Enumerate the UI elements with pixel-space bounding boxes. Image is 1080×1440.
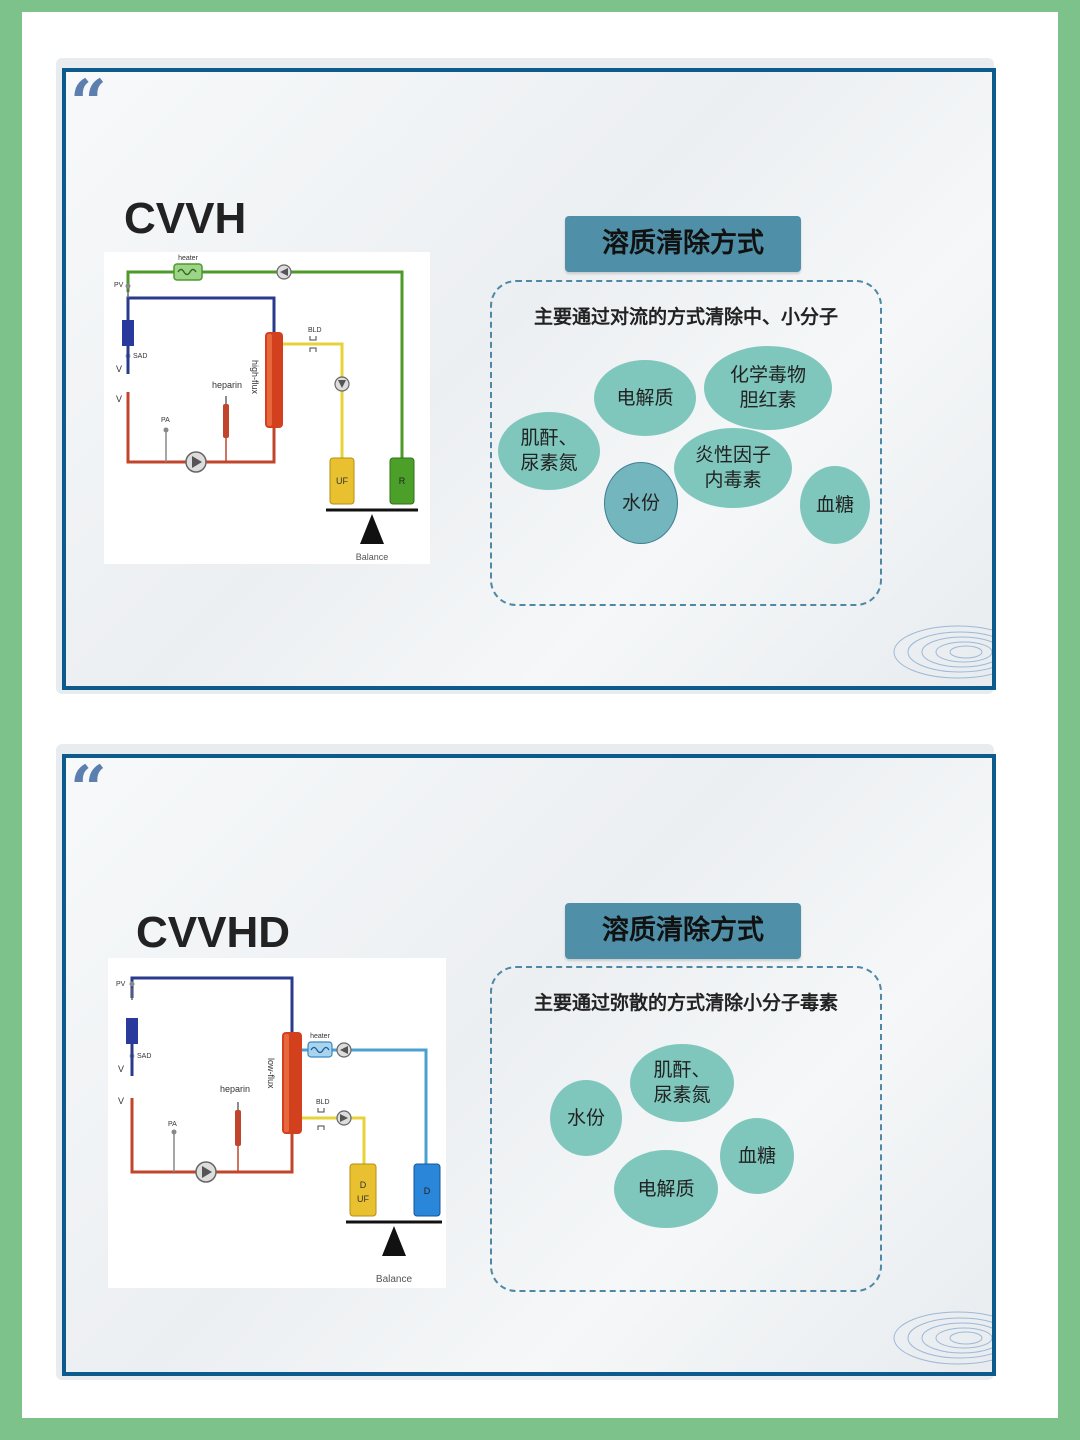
solute-clearance-box: 主要通过弥散的方式清除小分子毒素 肌酐、 尿素氮 水份 血糖 电解质: [490, 966, 882, 1292]
filter-label: low-flux: [266, 1058, 276, 1089]
balance-icon: [360, 514, 384, 544]
pa-label: PA: [161, 417, 170, 424]
pa-label: PA: [168, 1121, 177, 1128]
sad-label: SAD: [133, 353, 147, 360]
heparin-label: heparin: [220, 1084, 250, 1094]
bubble-water: 水份: [550, 1080, 622, 1156]
slide-cvvhd: “ CVVHD PV SAD V V PA: [62, 754, 996, 1376]
bubble-electrolytes: 电解质: [594, 360, 696, 436]
clearance-caption: 主要通过对流的方式清除中、小分子: [533, 306, 838, 328]
filter-label: high-flux: [250, 360, 260, 395]
quote-mark-icon: “: [70, 754, 107, 827]
bubble-electrolytes: 电解质: [614, 1150, 718, 1228]
swirl-decoration-icon: [893, 1311, 992, 1365]
cvvh-circuit-diagram: heater PV SAD V V PA hep: [104, 252, 430, 564]
slide-title: CVVH: [124, 194, 247, 243]
method-label: 溶质清除方式: [565, 216, 801, 272]
d-uf-bag-label-bottom: UF: [357, 1194, 369, 1204]
clearance-caption: 主要通过弥散的方式清除小分子毒素: [533, 992, 838, 1014]
bubble-creatinine-bun: 肌酐、 尿素氮: [630, 1044, 734, 1122]
slide-cvvh: “ CVVH heater PV SAD V: [62, 68, 996, 690]
v-label-1: V: [116, 364, 122, 374]
d-bag-label: D: [424, 1186, 431, 1196]
bubble-cytokines-endotoxin: 炎性因子 内毒素: [674, 428, 792, 508]
r-bag-label: R: [399, 476, 406, 486]
quote-mark-icon: “: [70, 68, 107, 141]
sad-label: SAD: [137, 1053, 151, 1060]
bubble-toxins-bilirubin: 化学毒物 胆红素: [704, 346, 832, 430]
pv-label: PV: [114, 282, 124, 289]
heater-label: heater: [310, 1033, 331, 1040]
balance-label: Balance: [376, 1274, 413, 1285]
balance-icon: [382, 1226, 406, 1256]
v-label-1: V: [118, 1064, 124, 1074]
uf-bag-label: UF: [336, 476, 348, 486]
slide-title: CVVHD: [136, 908, 291, 957]
v-label-2: V: [118, 1096, 124, 1106]
bld-label: BLD: [316, 1099, 330, 1106]
bubble-water: 水份: [604, 462, 678, 544]
d-uf-bag-label-top: D: [360, 1180, 367, 1190]
bubble-blood-glucose: 血糖: [720, 1118, 794, 1194]
heater-label: heater: [178, 255, 199, 262]
bubble-creatinine-bun: 肌酐、 尿素氮: [498, 412, 600, 490]
pv-label: PV: [116, 981, 126, 988]
method-label: 溶质清除方式: [565, 903, 801, 959]
balance-label: Balance: [356, 552, 389, 562]
heparin-label: heparin: [212, 380, 242, 390]
bld-label: BLD: [308, 327, 322, 334]
cvvhd-circuit-diagram: PV SAD V V PA heparin low-flux: [108, 958, 446, 1288]
bubble-blood-glucose: 血糖: [800, 466, 870, 544]
swirl-decoration-icon: [893, 625, 992, 679]
v-label-2: V: [116, 394, 122, 404]
solute-clearance-box: 主要通过对流的方式清除中、小分子 电解质 化学毒物 胆红素 肌酐、 尿素氮 炎性…: [490, 280, 882, 606]
